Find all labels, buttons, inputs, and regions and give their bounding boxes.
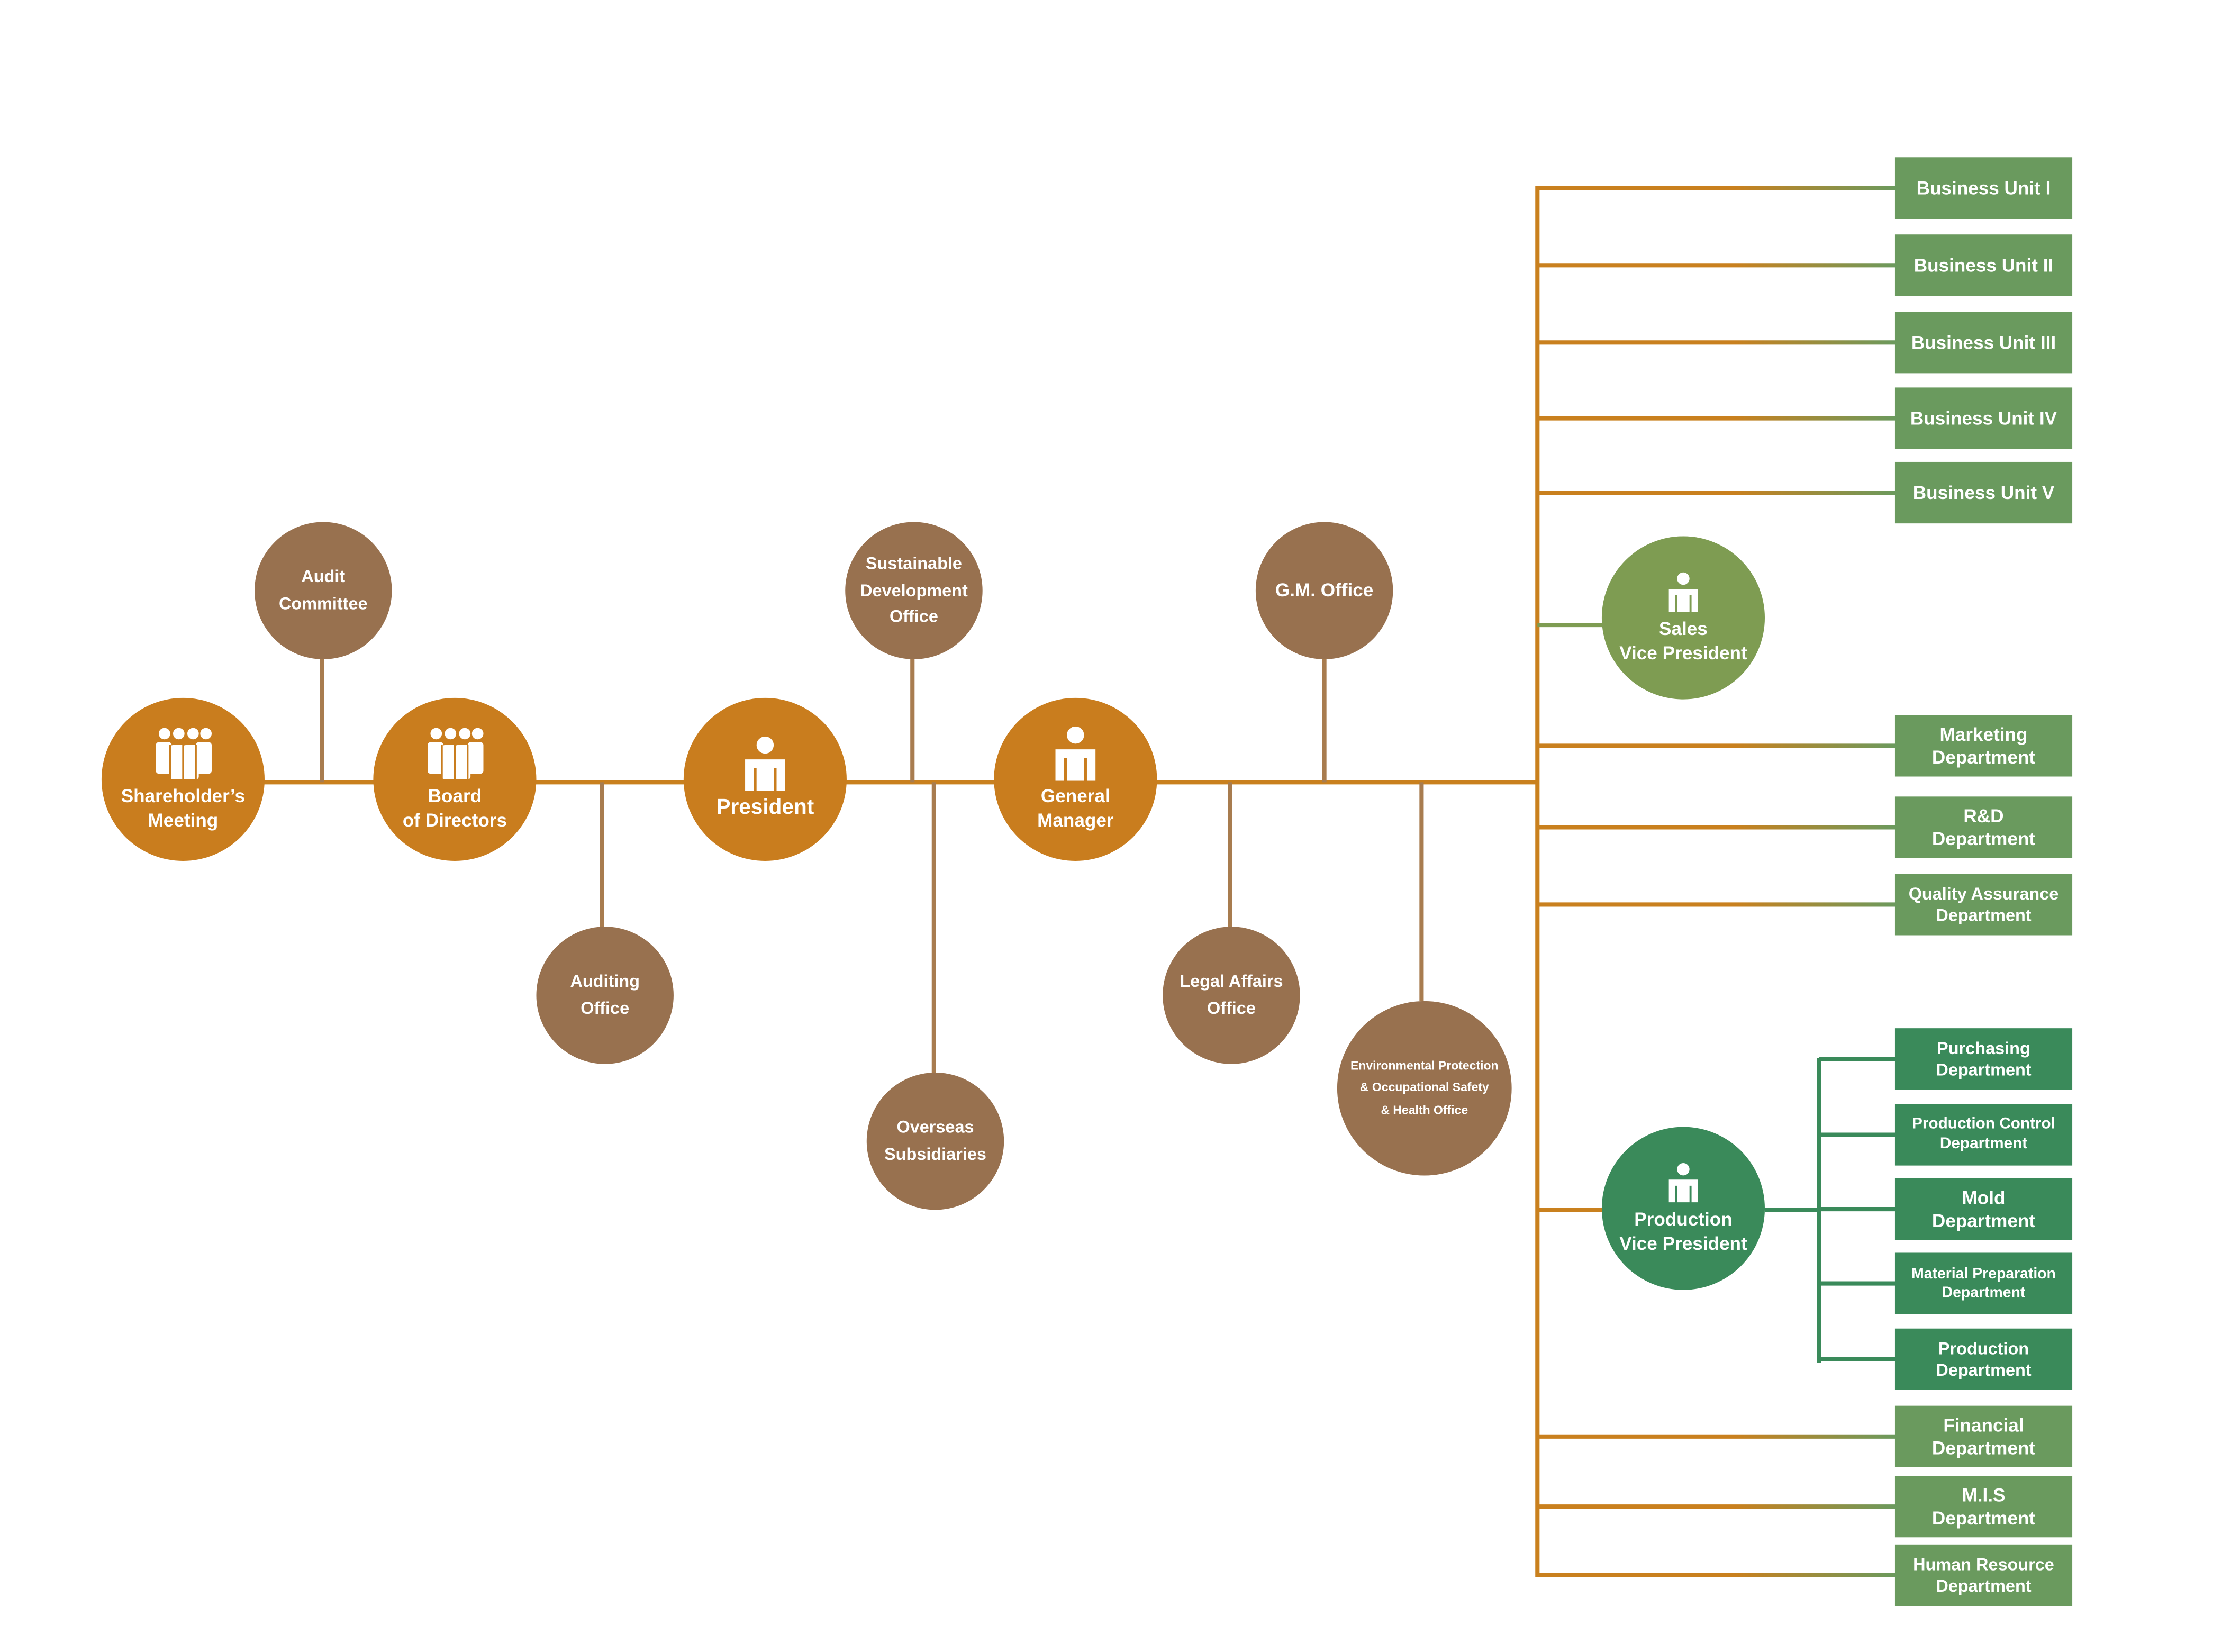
business-unit-box: Business Unit I [1894,157,2073,219]
branch-lines [1537,186,1897,1577]
node-label: Auditing Office [570,972,640,1019]
person-icon [1668,1163,1698,1203]
node-label: Sustainable Development Office [860,553,968,627]
general-manager-node: General Manager [994,697,1157,861]
business-unit-box: Business Unit II [1894,234,2073,296]
person-icon [1055,727,1096,782]
production-department-box: Production Department [1894,1328,2073,1390]
node-label: Audit Committee [278,567,368,614]
support-department-box: Financial Department [1894,1405,2073,1467]
gm-office-node: G.M. Office [1255,522,1393,659]
department-box: Marketing Department [1894,715,2073,777]
production-department-box: Material Preparation Department [1894,1252,2073,1314]
node-label: Shareholder’s Meeting [121,785,246,830]
group-icon [156,728,212,780]
overseas-subsidiaries-node: Overseas Subsidiaries [866,1072,1004,1210]
auditing-office-node: Auditing Office [536,927,674,1064]
node-label: Legal Affairs Office [1180,972,1283,1019]
business-unit-box: Business Unit V [1894,461,2073,524]
sustainable-development-node: Sustainable Development Office [845,522,983,659]
department-box: Quality Assurance Department [1894,874,2073,936]
production-department-box: Mold Department [1894,1178,2073,1240]
support-department-box: Human Resource Department [1894,1544,2073,1606]
sales-vp-node: Sales Vice President [1601,536,1765,700]
node-label: Sales Vice President [1619,618,1747,663]
person-icon [1668,573,1698,612]
business-unit-box: Business Unit IV [1894,387,2073,449]
node-label: Board of Directors [402,785,507,830]
node-label: Production Vice President [1619,1209,1747,1254]
node-label: Environmental Protection & Occupational … [1350,1058,1499,1117]
production-branch-lines [1819,1057,1897,1361]
audit-committee-node: Audit Committee [255,522,392,659]
department-box: R&D Department [1894,796,2073,858]
president-node: President [683,697,847,861]
person-icon [745,737,785,791]
business-unit-box: Business Unit III [1894,312,2073,374]
node-label: President [716,795,814,820]
node-label: G.M. Office [1275,579,1374,601]
node-label: General Manager [1037,785,1114,830]
production-vp-node: Production Vice President [1601,1127,1765,1290]
shareholders-meeting-node: Shareholder’s Meeting [101,697,265,861]
support-department-box: M.I.S Department [1894,1476,2073,1538]
group-icon [428,728,484,780]
env-safety-node: Environmental Protection & Occupational … [1337,1001,1512,1176]
production-department-box: Production Control Department [1894,1104,2073,1166]
board-of-directors-node: Board of Directors [373,697,537,861]
legal-affairs-node: Legal Affairs Office [1163,927,1300,1064]
node-label: Overseas Subsidiaries [884,1117,986,1164]
production-department-box: Purchasing Department [1894,1028,2073,1090]
